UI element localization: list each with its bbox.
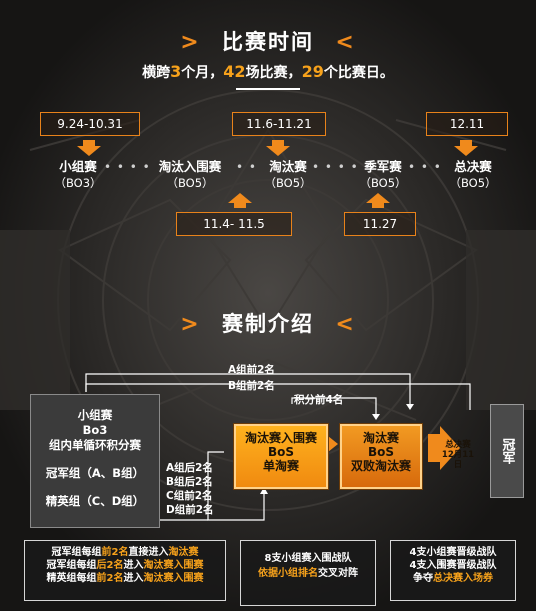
info-highlight: 后2名 — [96, 560, 124, 571]
chevron-left-icon: < — [335, 312, 356, 337]
info-row-1: 4支小组赛晋级战队 — [409, 547, 497, 558]
stage-knockout: 淘汰赛 （BO5） — [258, 158, 318, 192]
info-row-3: 争夺总决赛入场券 — [391, 572, 515, 585]
chevron-right-icon: > — [180, 30, 201, 55]
final-label: 总决赛 — [445, 440, 471, 450]
divider — [236, 88, 300, 90]
info-text: 直接进入 — [128, 547, 169, 558]
info-highlight: 总决赛入场券 — [433, 573, 493, 584]
info-text: 冠军组每组 — [51, 547, 102, 558]
date-box-third-place: 11.27 — [344, 212, 416, 236]
schedule-title: 比赛时间 — [222, 30, 314, 54]
format-heading: > 赛制介绍 < — [0, 308, 536, 338]
chevron-left-icon: < — [335, 30, 356, 55]
summary-text: 场比赛， — [245, 65, 302, 81]
stage-name: 季军赛 — [364, 159, 402, 174]
chevron-right-icon: > — [180, 312, 201, 337]
champion-label: 冠军 — [499, 438, 515, 464]
summary-days: 29 — [301, 62, 324, 81]
info-text: 争夺 — [413, 573, 433, 584]
stage-final: 总决赛 （BO5） — [442, 158, 504, 192]
final-arrow-label: 总决赛 12月11日 — [438, 440, 478, 470]
info-row-1: 8支小组赛入围战队 — [264, 553, 352, 564]
date-box-final: 12.11 — [426, 112, 508, 136]
info-row-1: 冠军组每组前2名直接进入淘汰赛 — [25, 546, 225, 559]
group-box-title: 小组赛 — [77, 408, 113, 422]
champion-box: 冠军 — [490, 404, 524, 498]
info-highlight: 前2名 — [96, 573, 124, 584]
qualifier-title: 淘汰赛入围赛 — [244, 431, 317, 445]
knockout-title: 淘汰赛 — [362, 431, 399, 445]
summary-months: 3 — [170, 62, 182, 81]
date-box-group-stage: 9.24-10.31 — [40, 112, 140, 136]
qualifier-type: 单淘赛 — [262, 459, 299, 473]
stage-knockout-qualifier: 淘汰入围赛 （BO5） — [140, 158, 240, 192]
info-row-2: 4支入围赛晋级战队 — [409, 560, 497, 571]
stage-format: （BO5） — [264, 176, 312, 190]
stage-name: 淘汰入围赛 — [158, 159, 222, 174]
info-box-qualifier: 8支小组赛入围战队 依据小组排名交叉对阵 — [240, 540, 376, 606]
group-box-champion-group: 冠军组（A、B组） — [45, 466, 145, 480]
stage-format: （BO3） — [54, 176, 102, 190]
group-box-rule: 组内单循环积分赛 — [49, 438, 141, 452]
knockout-box: 淘汰赛 BoS 双败淘汰赛 — [340, 424, 422, 489]
final-date: 12月11日 — [441, 450, 475, 470]
label-b-bottom2: B组后2名 — [166, 476, 213, 488]
stage-format: （BO5） — [359, 176, 407, 190]
label-d-top2: D组前2名 — [166, 504, 214, 516]
label-a-bottom2: A组后2名 — [166, 462, 213, 474]
qualifier-box: 淘汰赛入围赛 BoS 单淘赛 — [234, 424, 328, 489]
info-highlight: 淘汰赛入围赛 — [143, 573, 204, 584]
group-box-format: Bo3 — [82, 423, 108, 437]
info-highlight: 依据小组排名 — [258, 568, 318, 579]
schedule-summary: 横跨3个月，42场比赛，29个比赛日。 — [0, 62, 536, 82]
info-text: 冠军组每组 — [46, 560, 97, 571]
date-box-qualifier: 11.4- 11.5 — [176, 212, 292, 236]
info-text: 交叉对阵 — [318, 568, 358, 579]
info-text: 进入 — [123, 573, 144, 584]
stage-format: （BO5） — [449, 176, 497, 190]
group-box-elite-group: 精英组（C、D组） — [45, 494, 145, 508]
stage-name: 小组赛 — [59, 159, 97, 174]
stage-name: 总决赛 — [454, 159, 492, 174]
summary-text: 个月， — [181, 65, 224, 81]
label-a-top: A组前2名 — [228, 364, 275, 376]
stage-format: （BO5） — [166, 176, 214, 190]
label-b-top: B组前2名 — [228, 380, 275, 392]
label-c-top2: C组前2名 — [166, 490, 213, 502]
qualifier-format: BoS — [267, 445, 295, 459]
info-row-2: 依据小组排名交叉对阵 — [241, 566, 375, 581]
info-highlight: 淘汰赛入围赛 — [143, 560, 204, 571]
stage-group: 小组赛 （BO3） — [38, 158, 118, 192]
info-row-2: 冠军组每组后2名进入淘汰赛入围赛 — [25, 559, 225, 572]
stage-third-place: 季军赛 （BO5） — [352, 158, 414, 192]
info-highlight: 淘汰赛 — [168, 547, 199, 558]
timeline-dots: • • • • — [104, 160, 151, 174]
info-highlight: 前2名 — [101, 547, 129, 558]
format-title: 赛制介绍 — [222, 312, 314, 336]
info-text: 精英组每组 — [46, 573, 97, 584]
label-points-top4: 积分前4名 — [294, 394, 344, 406]
schedule-heading: > 比赛时间 < — [0, 26, 536, 56]
info-box-knockout: 4支小组赛晋级战队 4支入围赛晋级战队 争夺总决赛入场券 — [390, 540, 516, 601]
info-row-3: 精英组每组前2名进入淘汰赛入围赛 — [25, 572, 225, 585]
summary-matches: 42 — [223, 62, 246, 81]
summary-text: 横跨 — [142, 65, 171, 81]
stage-name: 淘汰赛 — [269, 159, 307, 174]
info-text: 进入 — [123, 560, 144, 571]
summary-text: 个比赛日。 — [323, 65, 394, 81]
timeline-dots: • • — [236, 160, 257, 174]
timeline-dots: • • • — [408, 160, 442, 174]
knockout-type: 双败淘汰赛 — [350, 459, 411, 473]
date-box-knockout: 11.6-11.21 — [232, 112, 326, 136]
knockout-format: BoS — [367, 445, 395, 459]
info-box-advancement: 冠军组每组前2名直接进入淘汰赛 冠军组每组后2名进入淘汰赛入围赛 精英组每组前2… — [24, 540, 226, 601]
timeline-dots: • • • • • — [312, 160, 372, 174]
group-stage-box: 小组赛 Bo3 组内单循环积分赛 冠军组（A、B组） 精英组（C、D组） — [30, 394, 160, 528]
